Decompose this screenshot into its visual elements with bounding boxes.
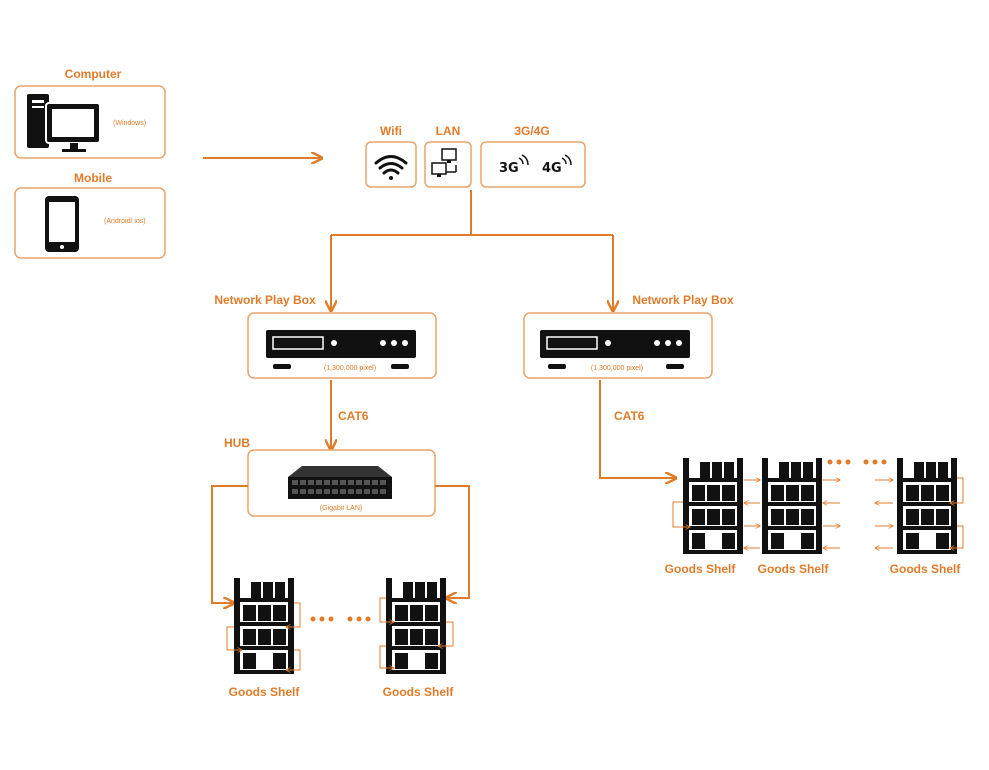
cellular-title: 3G/4G <box>514 124 549 138</box>
hub-to-left-shelf-line <box>211 485 248 603</box>
computer-sub: (Windows) <box>113 120 146 127</box>
3g-icon: 3G <box>499 154 529 176</box>
4g-icon: 4G <box>542 154 572 176</box>
media-player-icon <box>540 330 690 369</box>
media-player-icon <box>266 330 416 369</box>
svg-text:3G: 3G <box>499 161 519 176</box>
shelf-label-right-first: Goods Shelf <box>665 562 737 576</box>
hub-to-right-shelf-line <box>435 485 470 598</box>
shelf-chain-arrow <box>950 525 964 548</box>
shelf-chain-arrow <box>226 626 242 650</box>
shelf-chain-arrow <box>379 597 394 622</box>
hub-sub: (Gigabit LAN) <box>320 505 362 512</box>
shelf-label-right-second: Goods Shelf <box>758 562 830 576</box>
shelf-chain-arrow <box>950 477 964 503</box>
lan-title: LAN <box>436 124 461 138</box>
goods-shelf-icon <box>234 578 294 674</box>
mobile-title: Mobile <box>74 171 112 185</box>
shelf-row-arrows <box>744 480 893 548</box>
wifi-title: Wifi <box>380 124 402 138</box>
goods-shelf-icon <box>683 458 743 554</box>
network-switch-icon <box>288 466 392 499</box>
more-shelves-dots <box>827 459 887 465</box>
goods-shelf-icon <box>897 458 957 554</box>
computer-title: Computer <box>65 67 122 81</box>
cat6-left-label: CAT6 <box>338 409 369 423</box>
shelf-label-right-last: Goods Shelf <box>890 562 962 576</box>
shelf-label-left-last: Goods Shelf <box>383 685 455 699</box>
lan-icon <box>431 148 457 177</box>
shelf-chain-arrow <box>672 501 690 527</box>
more-shelves-dots <box>310 616 371 622</box>
lan-box <box>424 141 472 188</box>
shelf-chain-arrow <box>438 621 454 646</box>
shelf-chain-arrow <box>379 645 394 668</box>
cat6-right-line <box>599 380 676 478</box>
play-box-right-title: Network Play Box <box>632 293 734 307</box>
shelf-label-left-first: Goods Shelf <box>229 685 301 699</box>
shelf-chain-arrow <box>286 602 301 627</box>
play-box-left-title: Network Play Box <box>214 293 316 307</box>
cellular-box <box>480 141 586 188</box>
play-box-left-sub: (1,300,000 pixel) <box>324 365 376 372</box>
wifi-icon <box>374 155 408 180</box>
mobile-sub: (Android/ ios) <box>104 218 146 225</box>
branch-connector <box>331 190 613 311</box>
smartphone-icon <box>45 196 79 252</box>
desktop-computer-icon <box>27 94 101 152</box>
svg-text:4G: 4G <box>542 161 562 176</box>
cat6-right-label: CAT6 <box>614 409 645 423</box>
goods-shelf-icon <box>762 458 822 554</box>
goods-shelf-icon <box>386 578 446 674</box>
play-box-right-sub: (1,300,000 pixel) <box>591 365 643 372</box>
shelf-chain-arrow <box>286 649 301 670</box>
hub-title: HUB <box>224 436 250 450</box>
